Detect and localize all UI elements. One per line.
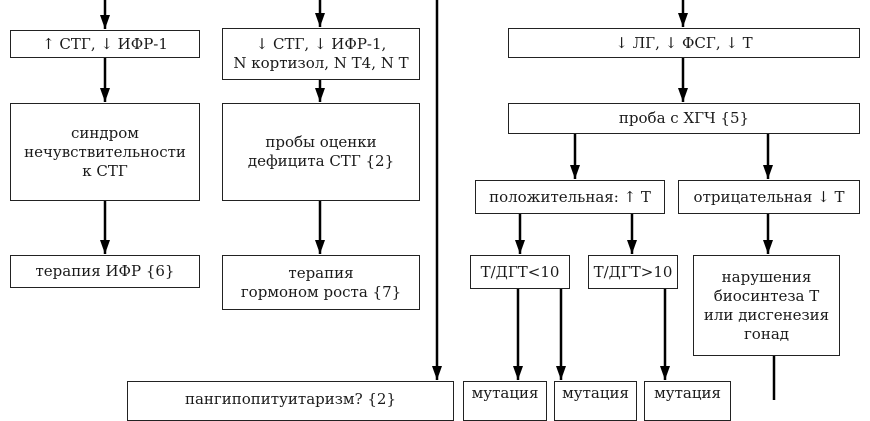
gh-tests-box: пробы оценки дефицита СТГ {2} (222, 103, 420, 201)
high-gh-box: ↑ СТГ, ↓ ИФР-1 (10, 30, 200, 58)
low-lh-box: ↓ ЛГ, ↓ ФСГ, ↓ Т (508, 28, 860, 58)
panhypopituitarism-box: пангипопитуитаризм? {2} (127, 381, 454, 421)
positive-box: положительная: ↑ Т (475, 180, 665, 214)
ratio-high-box: Т/ДГТ>10 (588, 255, 678, 289)
mutation-box-2: мутация (554, 381, 637, 421)
negative-box: отрицательная ↓ Т (678, 180, 860, 214)
insensitivity-box: синдром нечувствительности к СТГ (10, 103, 200, 201)
low-gh-box: ↓ СТГ, ↓ ИФР-1, N кортизол, N Т4, N Т (222, 28, 420, 80)
gh-therapy-box: терапия гормоном роста {7} (222, 255, 420, 310)
ratio-low-box: Т/ДГТ<10 (470, 255, 570, 289)
mutation-box-3: мутация (644, 381, 731, 421)
hcg-test-box: проба с ХГЧ {5} (508, 103, 860, 134)
igf-therapy-box: терапия ИФР {6} (10, 255, 200, 288)
biosynthesis-box: нарушения биосинтеза Т или дисгенезия го… (693, 255, 840, 356)
connector-arrows (100, 0, 776, 400)
mutation-box-1: мутация (463, 381, 547, 421)
